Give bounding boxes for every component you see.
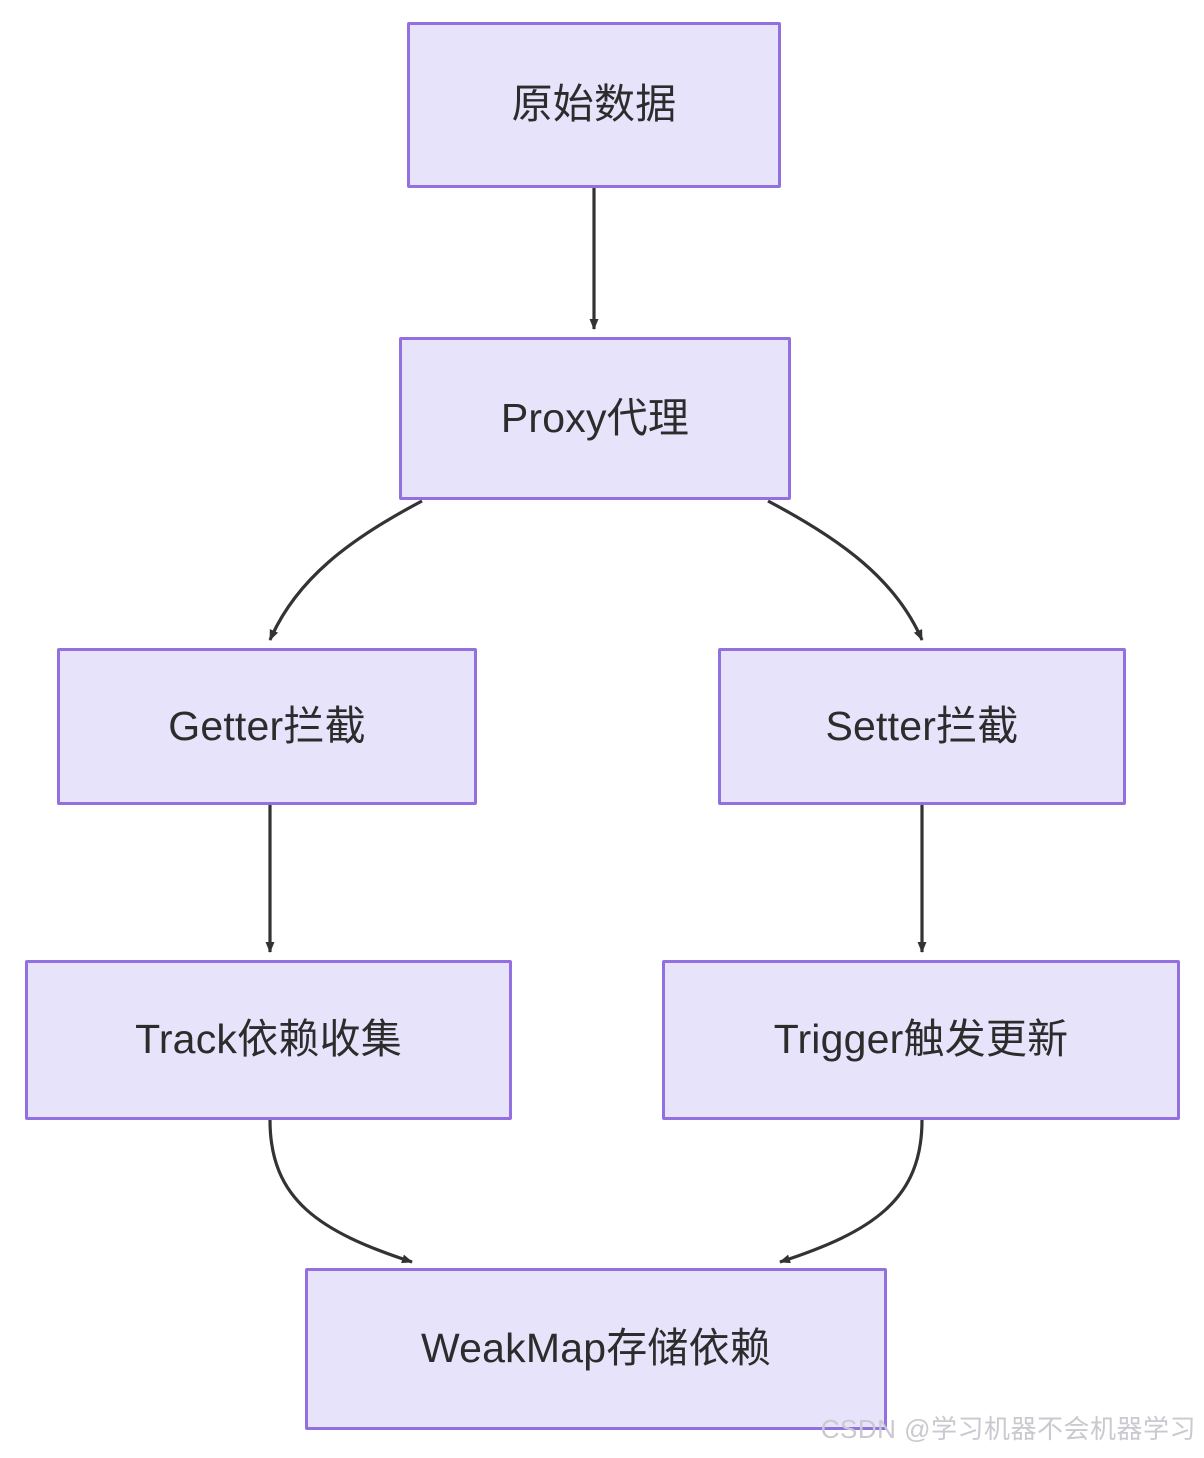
node-weakmap[interactable]: WeakMap存储依赖 bbox=[305, 1268, 887, 1430]
node-raw-data-label: 原始数据 bbox=[511, 81, 677, 128]
node-getter-label: Getter拦截 bbox=[168, 702, 366, 749]
node-raw-data[interactable]: 原始数据 bbox=[407, 22, 781, 188]
node-track-label: Track依赖收集 bbox=[135, 1016, 402, 1063]
csdn-watermark: CSDN @学习机器不会机器学习 bbox=[820, 1414, 1196, 1444]
node-proxy[interactable]: Proxy代理 bbox=[399, 337, 791, 500]
node-trigger-label: Trigger触发更新 bbox=[773, 1016, 1069, 1063]
node-proxy-label: Proxy代理 bbox=[500, 394, 690, 441]
node-trigger[interactable]: Trigger触发更新 bbox=[662, 960, 1180, 1120]
edge-track-to-weakmap bbox=[268, 1119, 413, 1264]
node-getter[interactable]: Getter拦截 bbox=[57, 648, 477, 805]
edge-trigger-to-weakmap bbox=[779, 1119, 924, 1264]
edge-proxy-to-getter bbox=[268, 499, 423, 641]
edge-proxy-to-setter bbox=[767, 499, 924, 641]
node-setter-label: Setter拦截 bbox=[825, 702, 1019, 749]
node-setter[interactable]: Setter拦截 bbox=[718, 648, 1126, 805]
node-track[interactable]: Track依赖收集 bbox=[25, 960, 512, 1120]
node-weakmap-label: WeakMap存储依赖 bbox=[420, 1325, 772, 1372]
